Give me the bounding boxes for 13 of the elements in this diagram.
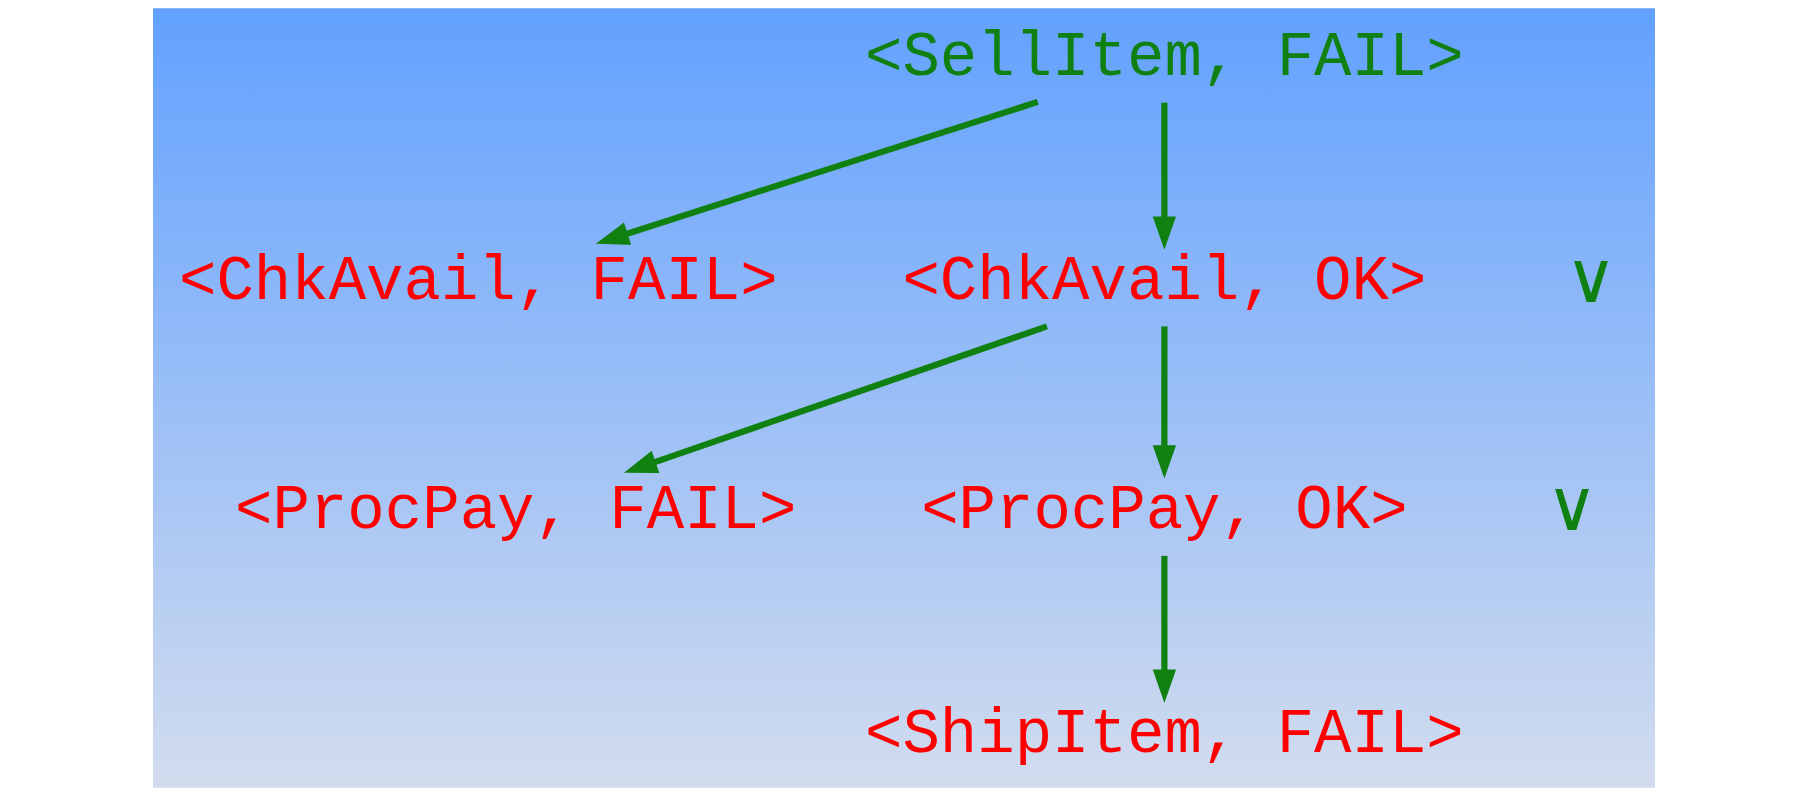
node-text: <ProcPay, FAIL> bbox=[234, 475, 796, 547]
node-text: <ChkAvail, OK> bbox=[901, 247, 1426, 319]
arrow bbox=[595, 98, 1039, 245]
arrow bbox=[1152, 555, 1176, 703]
label: ∨ bbox=[1545, 471, 1598, 552]
arrow bbox=[1152, 326, 1176, 479]
arrow bbox=[1152, 102, 1176, 250]
node-text: <ProcPay, OK> bbox=[920, 475, 1408, 547]
node-text: <ChkAvail, FAIL> bbox=[178, 247, 778, 319]
label: ∨ bbox=[1564, 242, 1617, 323]
node-text: <ShipItem, FAIL> bbox=[864, 700, 1464, 772]
node-text: <SellItem, FAIL> bbox=[864, 22, 1464, 94]
arrow bbox=[623, 323, 1048, 473]
